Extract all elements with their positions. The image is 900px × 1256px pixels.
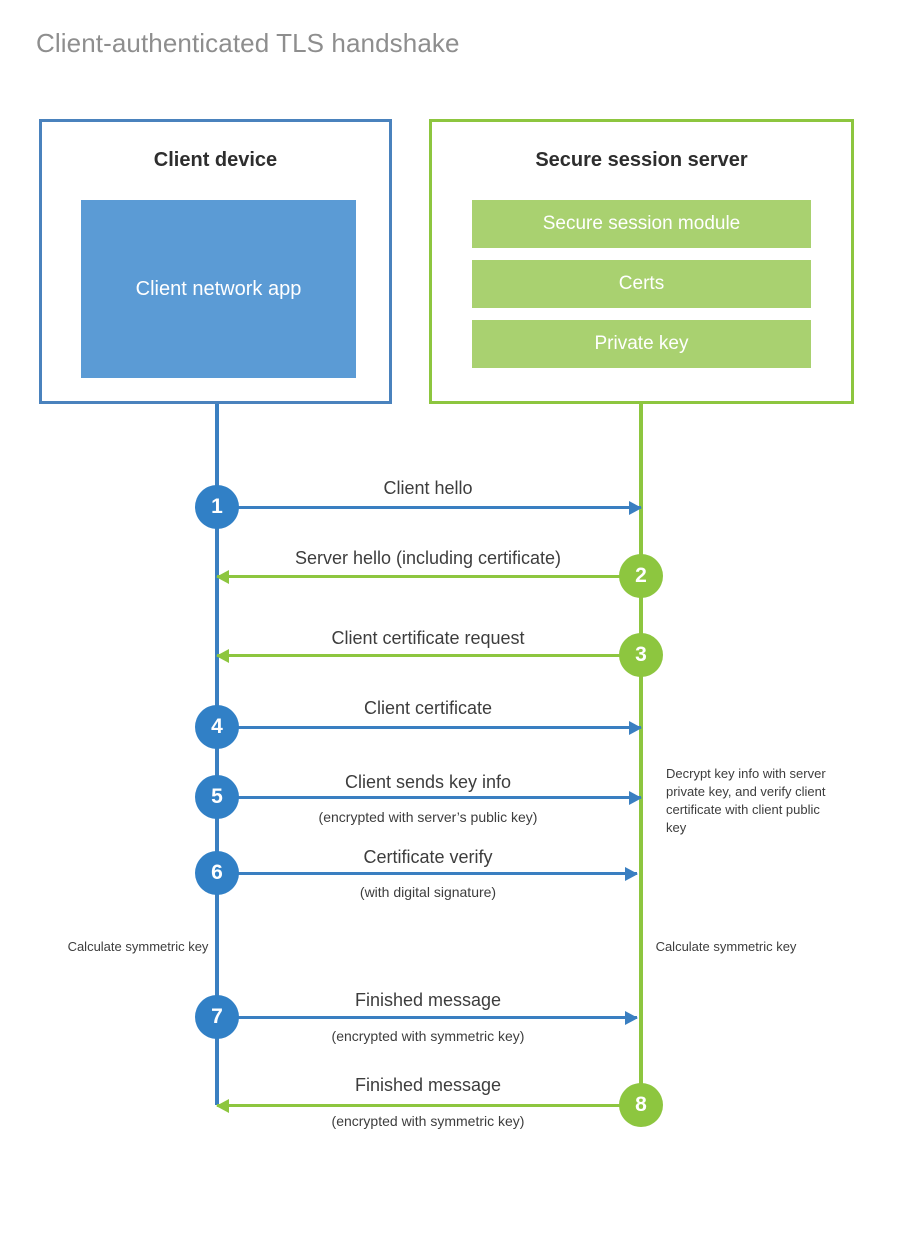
step-label-5: Client sends key info — [344, 772, 512, 792]
step-circle-1[interactable]: 1 — [195, 485, 239, 529]
step-label-7: Finished message — [354, 990, 502, 1010]
arrowhead-left-icon — [216, 1098, 229, 1113]
client-lifeline — [215, 404, 219, 1105]
step-label-1: Client hello — [383, 478, 473, 498]
arrowhead-right-icon — [625, 1010, 638, 1025]
step-circle-5[interactable]: 5 — [195, 775, 239, 819]
arrowhead-left-icon — [216, 569, 229, 584]
arrow-step-6 — [217, 866, 638, 881]
server-lifeline — [639, 404, 643, 1105]
arrowhead-right-icon — [629, 500, 642, 515]
secure-session-server-box: Secure session server Secure session mod… — [429, 119, 854, 404]
secure-session-server-title: Secure session server — [535, 149, 748, 171]
arrowhead-right-icon — [629, 720, 642, 735]
arrow-step-5 — [217, 790, 642, 805]
server-calculate-symmetric-key-note: Calculate symmetric key — [655, 939, 797, 954]
step-circle-7[interactable]: 7 — [195, 995, 239, 1039]
server-decrypt-note: Decrypt key info with server private key… — [666, 766, 826, 835]
step-circle-3[interactable]: 3 — [619, 633, 663, 677]
client-device-title: Client device — [153, 149, 278, 171]
arrowhead-right-icon — [629, 790, 642, 805]
arrow-step-7 — [217, 1010, 638, 1025]
server-component-certs: Certs — [472, 260, 811, 308]
step-circle-8[interactable]: 8 — [619, 1083, 663, 1127]
step-sublabel-5: (encrypted with server’s public key) — [318, 809, 538, 825]
server-component-secure-session-module: Secure session module — [472, 200, 811, 248]
server-component-private-key: Private key — [472, 320, 811, 368]
step-circle-4[interactable]: 4 — [195, 705, 239, 749]
server-component-stack: Secure session module Certs Private key — [472, 200, 811, 368]
step-circle-6[interactable]: 6 — [195, 851, 239, 895]
client-device-box: Client device Client network app — [39, 119, 392, 404]
arrow-step-4 — [217, 720, 642, 735]
step-label-4: Client certificate — [363, 698, 493, 718]
step-label-2: Server hello (including certificate) — [294, 548, 562, 568]
arrowhead-left-icon — [216, 648, 229, 663]
step-label-3: Client certificate request — [331, 628, 525, 648]
arrow-step-2 — [216, 569, 641, 584]
page-title: Client-authenticated TLS handshake — [36, 28, 460, 58]
arrow-step-3 — [216, 648, 641, 663]
step-sublabel-8: (encrypted with symmetric key) — [331, 1113, 525, 1129]
step-sublabel-7: (encrypted with symmetric key) — [331, 1028, 525, 1044]
arrow-step-1 — [217, 500, 642, 515]
step-label-8: Finished message — [354, 1075, 502, 1095]
arrow-step-8 — [216, 1098, 641, 1113]
client-calculate-symmetric-key-note: Calculate symmetric key — [67, 939, 209, 954]
step-label-6: Certificate verify — [363, 847, 493, 867]
client-network-app-block: Client network app — [81, 200, 356, 378]
step-sublabel-6: (with digital signature) — [359, 884, 497, 900]
step-circle-2[interactable]: 2 — [619, 554, 663, 598]
arrowhead-right-icon — [625, 866, 638, 881]
